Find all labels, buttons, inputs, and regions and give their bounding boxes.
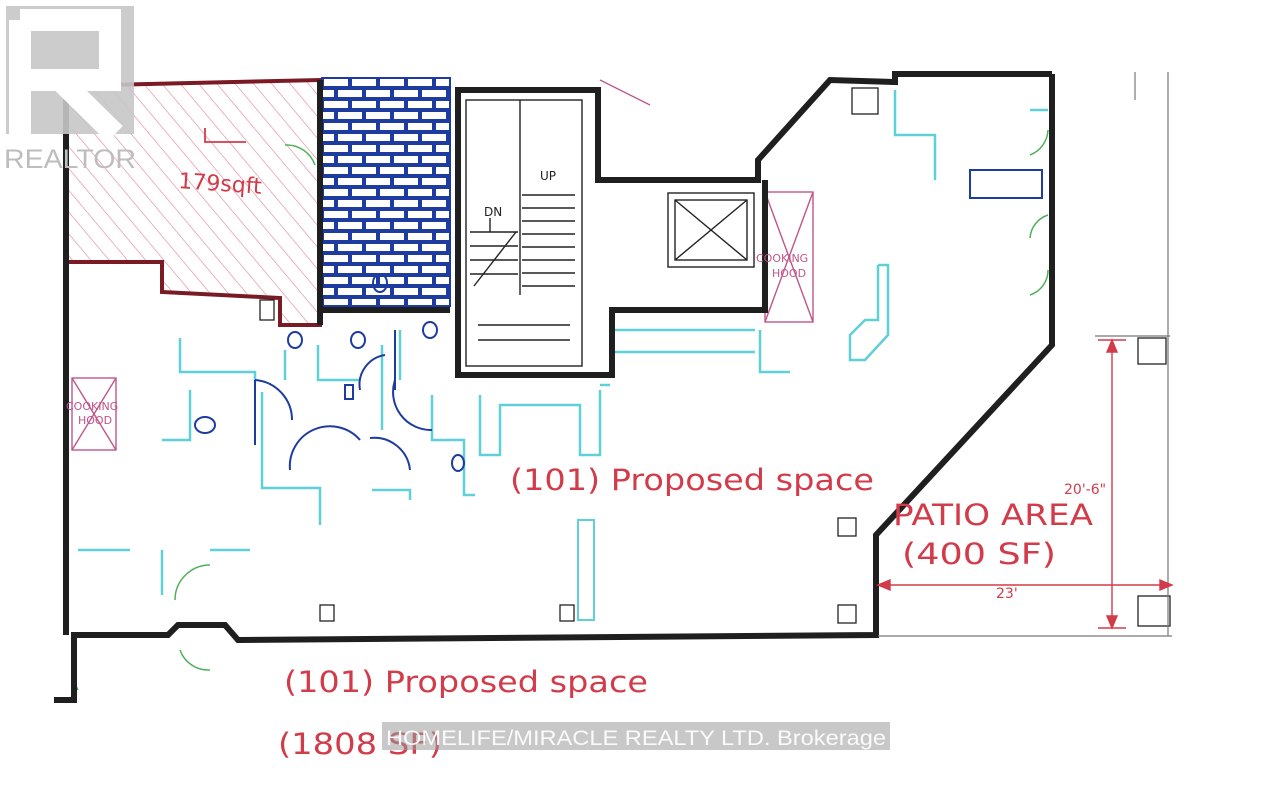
dimension-horizontal-label: 23' [996, 586, 1018, 602]
realtor-logo-text: REALTOR [4, 144, 136, 174]
cooking-hood-left-line2: HOOD [78, 414, 112, 427]
cooking-hood-left-line1: COOKING [66, 400, 118, 413]
cooking-hood-boxes [71, 191, 814, 451]
elevator-shaft [667, 192, 755, 268]
brokerage-watermark-text: HOMELIFE/MIRACLE REALTY LTD. Brokerage [386, 727, 886, 750]
cooking-hood-right-line2: HOOD [772, 267, 806, 280]
misc-fixtures [204, 79, 1043, 621]
columns [259, 87, 1171, 627]
stair-down-label: DN [484, 205, 502, 219]
cooking-hood-right-line1: COOKING [756, 252, 808, 265]
patio-area-label: (400 SF) [902, 537, 1056, 571]
proposed-space-inner-label: (101) Proposed space [510, 463, 874, 497]
patio-title-label: PATIO AREA [893, 498, 1093, 532]
staircase [465, 99, 583, 367]
tiled-washroom [321, 77, 451, 307]
doors-fixtures [194, 273, 465, 472]
exterior-walls [54, 71, 1055, 703]
brokerage-watermark: HOMELIFE/MIRACLE REALTY LTD. Brokerage [382, 722, 890, 750]
patio-boundary [878, 72, 1172, 637]
stair-up-label: UP [540, 169, 556, 183]
hatched-area-label: 179sqft [178, 169, 263, 200]
proposed-space-outer-label: (101) Proposed space [284, 665, 648, 699]
interior-partitions [78, 90, 1048, 595]
realtor-logo: REALTOR [4, 6, 136, 174]
dimension-lines [876, 338, 1174, 630]
dimension-vertical-label: 20'-6" [1064, 482, 1106, 498]
